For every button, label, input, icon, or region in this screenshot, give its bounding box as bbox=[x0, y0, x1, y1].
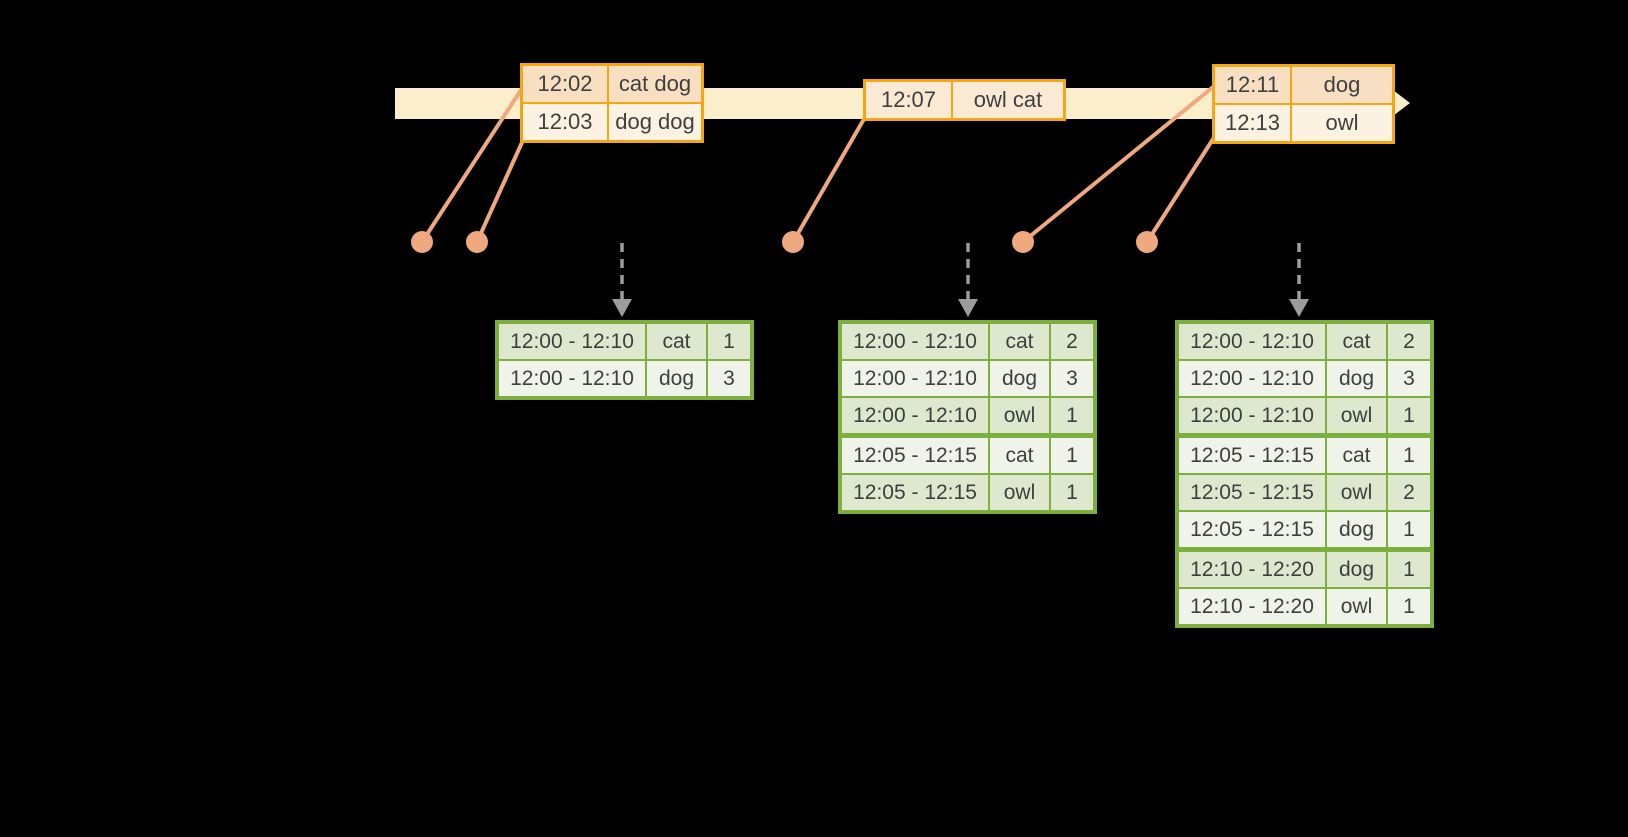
result-window-cell: 12:00 - 12:10 bbox=[842, 361, 988, 396]
result-window-cell: 12:00 - 12:10 bbox=[499, 361, 645, 396]
result-window-cell: 12:05 - 12:15 bbox=[1179, 475, 1325, 510]
result-count-cell: 3 bbox=[1051, 361, 1093, 396]
result-window-cell: 12:00 - 12:10 bbox=[842, 324, 988, 359]
result-word-cell: owl bbox=[1327, 398, 1386, 433]
result-word-cell: dog bbox=[1327, 512, 1386, 547]
result-word-cell: owl bbox=[1327, 475, 1386, 510]
event-words-cell: dog dog bbox=[609, 104, 701, 140]
result-count-cell: 1 bbox=[1051, 438, 1093, 473]
result-word-cell: cat bbox=[647, 324, 706, 359]
result-window-cell: 12:05 - 12:15 bbox=[1179, 512, 1325, 547]
event-dot bbox=[782, 231, 804, 253]
event-dot bbox=[1012, 231, 1034, 253]
event-words-cell: cat dog bbox=[609, 66, 701, 102]
result-word-cell: cat bbox=[1327, 438, 1386, 473]
trigger-arrow bbox=[958, 243, 978, 317]
event-connector-line bbox=[475, 136, 526, 244]
event-connector-lines bbox=[420, 85, 1217, 244]
result-word-cell: cat bbox=[990, 324, 1049, 359]
result-count-cell: 1 bbox=[1051, 475, 1093, 510]
result-count-cell: 2 bbox=[1388, 475, 1430, 510]
result-window-cell: 12:05 - 12:15 bbox=[1179, 438, 1325, 473]
result-word-cell: owl bbox=[1327, 589, 1386, 624]
result-window-cell: 12:00 - 12:10 bbox=[1179, 398, 1325, 433]
result-count-cell: 2 bbox=[1051, 324, 1093, 359]
result-word-cell: cat bbox=[990, 438, 1049, 473]
event-dot bbox=[1136, 231, 1158, 253]
event-connector-line bbox=[1021, 85, 1215, 244]
event-time-cell: 12:02 bbox=[523, 66, 607, 102]
event-words-cell: dog bbox=[1292, 67, 1392, 103]
result-count-cell: 1 bbox=[708, 324, 750, 359]
result-window-cell: 12:10 - 12:20 bbox=[1179, 589, 1325, 624]
event-time-cell: 12:13 bbox=[1215, 105, 1290, 141]
event-connector-line bbox=[420, 88, 523, 244]
result-word-cell: dog bbox=[990, 361, 1049, 396]
result-window-cell: 12:00 - 12:10 bbox=[1179, 324, 1325, 359]
event-connector-line bbox=[1145, 134, 1217, 244]
result-count-cell: 1 bbox=[1388, 512, 1430, 547]
result-window-cell: 12:00 - 12:10 bbox=[1179, 361, 1325, 396]
result-word-cell: dog bbox=[1327, 552, 1386, 587]
result-count-cell: 1 bbox=[1388, 398, 1430, 433]
trigger-arrows bbox=[612, 243, 1309, 317]
result-word-cell: dog bbox=[1327, 361, 1386, 396]
result-word-cell: cat bbox=[1327, 324, 1386, 359]
result-word-cell: owl bbox=[990, 398, 1049, 433]
result-count-cell: 3 bbox=[1388, 361, 1430, 396]
result-count-cell: 1 bbox=[1388, 438, 1430, 473]
event-dot bbox=[466, 231, 488, 253]
event-words-cell: owl cat bbox=[953, 82, 1063, 118]
event-time-cell: 12:03 bbox=[523, 104, 607, 140]
event-connector-line bbox=[791, 117, 866, 244]
result-window-cell: 12:10 - 12:20 bbox=[1179, 552, 1325, 587]
event-dots bbox=[411, 231, 1158, 253]
trigger-arrow bbox=[612, 243, 632, 317]
result-count-cell: 1 bbox=[1051, 398, 1093, 433]
result-count-cell: 2 bbox=[1388, 324, 1430, 359]
result-window-cell: 12:05 - 12:15 bbox=[842, 438, 988, 473]
result-count-cell: 3 bbox=[708, 361, 750, 396]
result-window-cell: 12:00 - 12:10 bbox=[499, 324, 645, 359]
result-window-cell: 12:05 - 12:15 bbox=[842, 475, 988, 510]
result-count-cell: 1 bbox=[1388, 589, 1430, 624]
result-word-cell: owl bbox=[990, 475, 1049, 510]
event-time-cell: 12:07 bbox=[866, 82, 951, 118]
event-dot bbox=[411, 231, 433, 253]
event-words-cell: owl bbox=[1292, 105, 1392, 141]
event-time-cell: 12:11 bbox=[1215, 67, 1290, 103]
trigger-arrow bbox=[1289, 243, 1309, 317]
result-window-cell: 12:00 - 12:10 bbox=[842, 398, 988, 433]
result-count-cell: 1 bbox=[1388, 552, 1430, 587]
result-word-cell: dog bbox=[647, 361, 706, 396]
